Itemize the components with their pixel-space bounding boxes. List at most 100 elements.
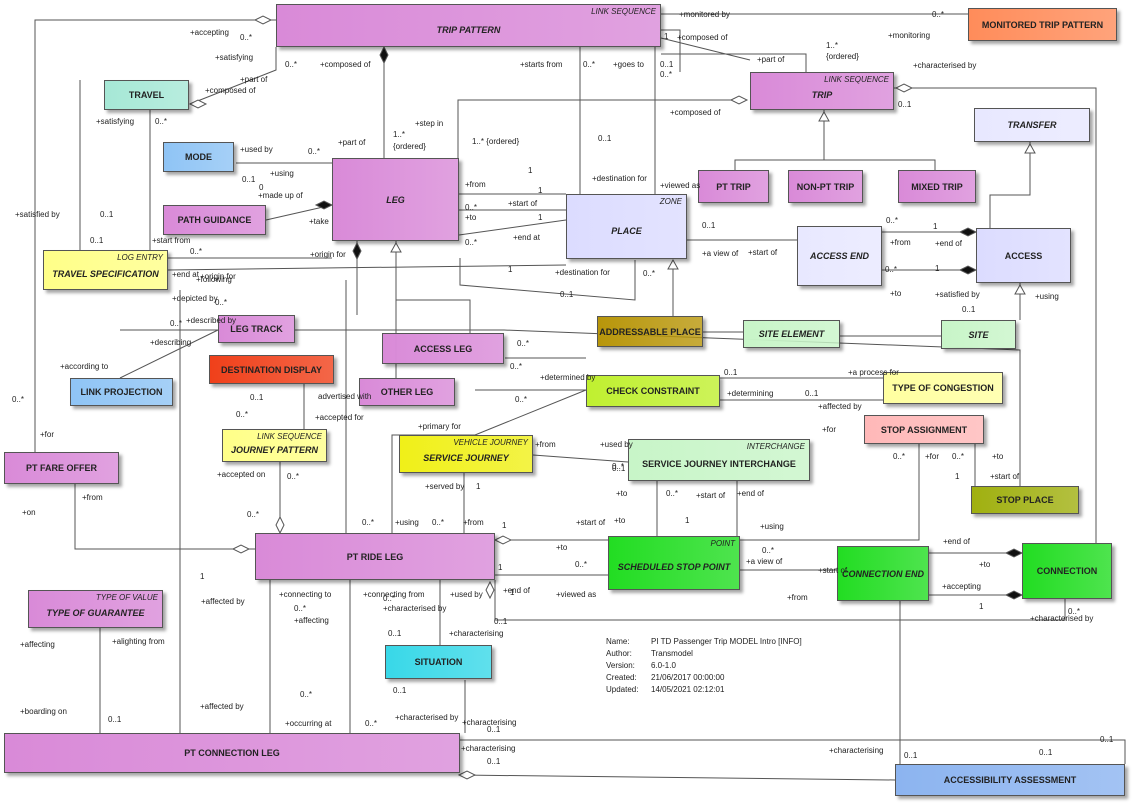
class-access[interactable]: ACCESS	[976, 228, 1071, 283]
association-line	[494, 580, 1066, 621]
role-label: 0..*	[893, 452, 906, 461]
association-line	[460, 739, 1126, 764]
class-type-of-congestion[interactable]: TYPE OF CONGESTION	[883, 372, 1003, 404]
class-site[interactable]: SITE	[941, 320, 1016, 349]
aggregation-diamond	[457, 770, 477, 780]
generalization-arrow	[1024, 142, 1036, 154]
class-connection[interactable]: CONNECTION	[1022, 543, 1112, 599]
class-leg[interactable]: LEG	[332, 158, 459, 241]
role-label: +viewed as	[660, 181, 701, 190]
role-label: +satisfied by	[935, 290, 980, 299]
class-path-guidance[interactable]: PATH GUIDANCE	[163, 205, 266, 235]
class-name: OTHER LEG	[380, 387, 434, 397]
class-travel[interactable]: TRAVEL	[104, 80, 189, 110]
class-name: LEG TRACK	[230, 324, 283, 334]
role-label: 1	[498, 563, 503, 572]
stereotype-label: POINT	[710, 539, 735, 548]
stereotype-label: LOG ENTRY	[117, 253, 163, 262]
role-label: +origin for	[310, 250, 346, 259]
role-label: {ordered}	[826, 52, 859, 61]
association-line	[989, 142, 1031, 228]
role-label: +composed of	[670, 108, 721, 117]
class-accessibility-assessment[interactable]: ACCESSIBILITY ASSESSMENT	[895, 764, 1125, 796]
role-label: 0..*	[515, 395, 528, 404]
role-label: 0..*	[170, 319, 183, 328]
class-mode[interactable]: MODE	[163, 142, 234, 172]
role-label: 1	[476, 482, 481, 491]
role-label: +start of	[818, 566, 848, 575]
role-label: 1	[510, 588, 515, 597]
class-access-end[interactable]: ACCESS END	[797, 226, 882, 286]
class-non-pt-trip[interactable]: NON-PT TRIP	[788, 170, 863, 203]
class-name: TRIP PATTERN	[436, 24, 501, 35]
aggregation-diamond	[188, 99, 208, 109]
role-label: +depicted by	[172, 294, 218, 303]
class-pt-trip[interactable]: PT TRIP	[698, 170, 769, 203]
class-name: SCHEDULED STOP POINT	[617, 562, 731, 572]
class-pt-ride-leg[interactable]: PT RIDE LEG	[255, 533, 495, 580]
role-label: 0..1	[1100, 735, 1114, 744]
role-label: +made up of	[258, 191, 303, 200]
stereotype-label: LINK SEQUENCE	[824, 75, 889, 84]
class-stop-place[interactable]: STOP PLACE	[971, 486, 1079, 514]
class-other-leg[interactable]: OTHER LEG	[359, 378, 455, 406]
aggregation-diamond	[894, 83, 914, 93]
role-label: +using	[1035, 292, 1059, 301]
role-label: +affected by	[200, 702, 244, 711]
class-name: LINK PROJECTION	[80, 387, 163, 397]
role-label: 0..1	[487, 725, 501, 734]
class-addressable-place[interactable]: ADDRESSABLE PLACE	[597, 316, 703, 347]
class-pt-connection-leg[interactable]: PT CONNECTION LEG	[4, 733, 460, 773]
class-mixed-trip[interactable]: MIXED TRIP	[898, 170, 976, 203]
role-label: 1	[200, 572, 205, 581]
class-access-leg[interactable]: ACCESS LEG	[382, 333, 504, 364]
role-label: +goes to	[613, 60, 644, 69]
association-line	[661, 53, 807, 72]
role-label: +part of	[240, 75, 268, 84]
info-value: PI TD Passenger Trip MODEL Intro [INFO]	[651, 637, 802, 646]
class-link-projection[interactable]: LINK PROJECTION	[70, 378, 173, 406]
class-destination-display[interactable]: DESTINATION DISPLAY	[209, 355, 334, 384]
class-name: STOP ASSIGNMENT	[880, 424, 968, 435]
role-label: +start of	[696, 491, 726, 500]
class-transfer[interactable]: TRANSFER	[974, 108, 1090, 142]
stereotype-label: TYPE OF VALUE	[95, 593, 158, 602]
stereotype-label: INTERCHANGE	[746, 442, 805, 451]
class-check-constraint[interactable]: CHECK CONSTRAINT	[586, 375, 720, 407]
class-scheduled-stop-point[interactable]: POINT SCHEDULED STOP POINT	[608, 536, 740, 590]
role-label: +a process for	[848, 368, 899, 377]
class-situation[interactable]: SITUATION	[385, 645, 492, 679]
class-stop-assignment[interactable]: STOP ASSIGNMENT	[864, 415, 984, 444]
role-label: +connecting from	[363, 590, 425, 599]
role-label: +using	[395, 518, 419, 527]
aggregation-diamond	[231, 544, 251, 554]
class-connection-end[interactable]: CONNECTION END	[837, 546, 929, 601]
role-label: 0..*	[236, 410, 249, 419]
association-line	[474, 389, 587, 436]
class-leg-track[interactable]: LEG TRACK	[218, 315, 295, 343]
aggregation-diamond	[275, 515, 285, 535]
info-row: Created:21/06/2017 00:00:00	[606, 672, 802, 684]
aggregation-diamond	[253, 15, 273, 25]
role-label: 1	[685, 516, 690, 525]
class-name: TRIP	[811, 90, 833, 100]
role-label: 0..1	[242, 175, 256, 184]
role-label: +characterised by	[383, 604, 447, 613]
class-site-element[interactable]: SITE ELEMENT	[743, 320, 840, 348]
role-label: +from	[535, 440, 556, 449]
role-label: 1	[935, 264, 940, 273]
class-trip[interactable]: LINK SEQUENCE TRIP	[750, 72, 894, 110]
class-monitored-trip-pattern[interactable]: MONITORED TRIP PATTERN	[968, 8, 1117, 41]
generalization-arrow	[1014, 283, 1026, 295]
role-label: +affecting	[294, 616, 329, 625]
role-label: +affecting	[20, 640, 55, 649]
class-name: MODE	[185, 152, 212, 162]
class-pt-fare-offer[interactable]: PT FARE OFFER	[4, 452, 119, 484]
